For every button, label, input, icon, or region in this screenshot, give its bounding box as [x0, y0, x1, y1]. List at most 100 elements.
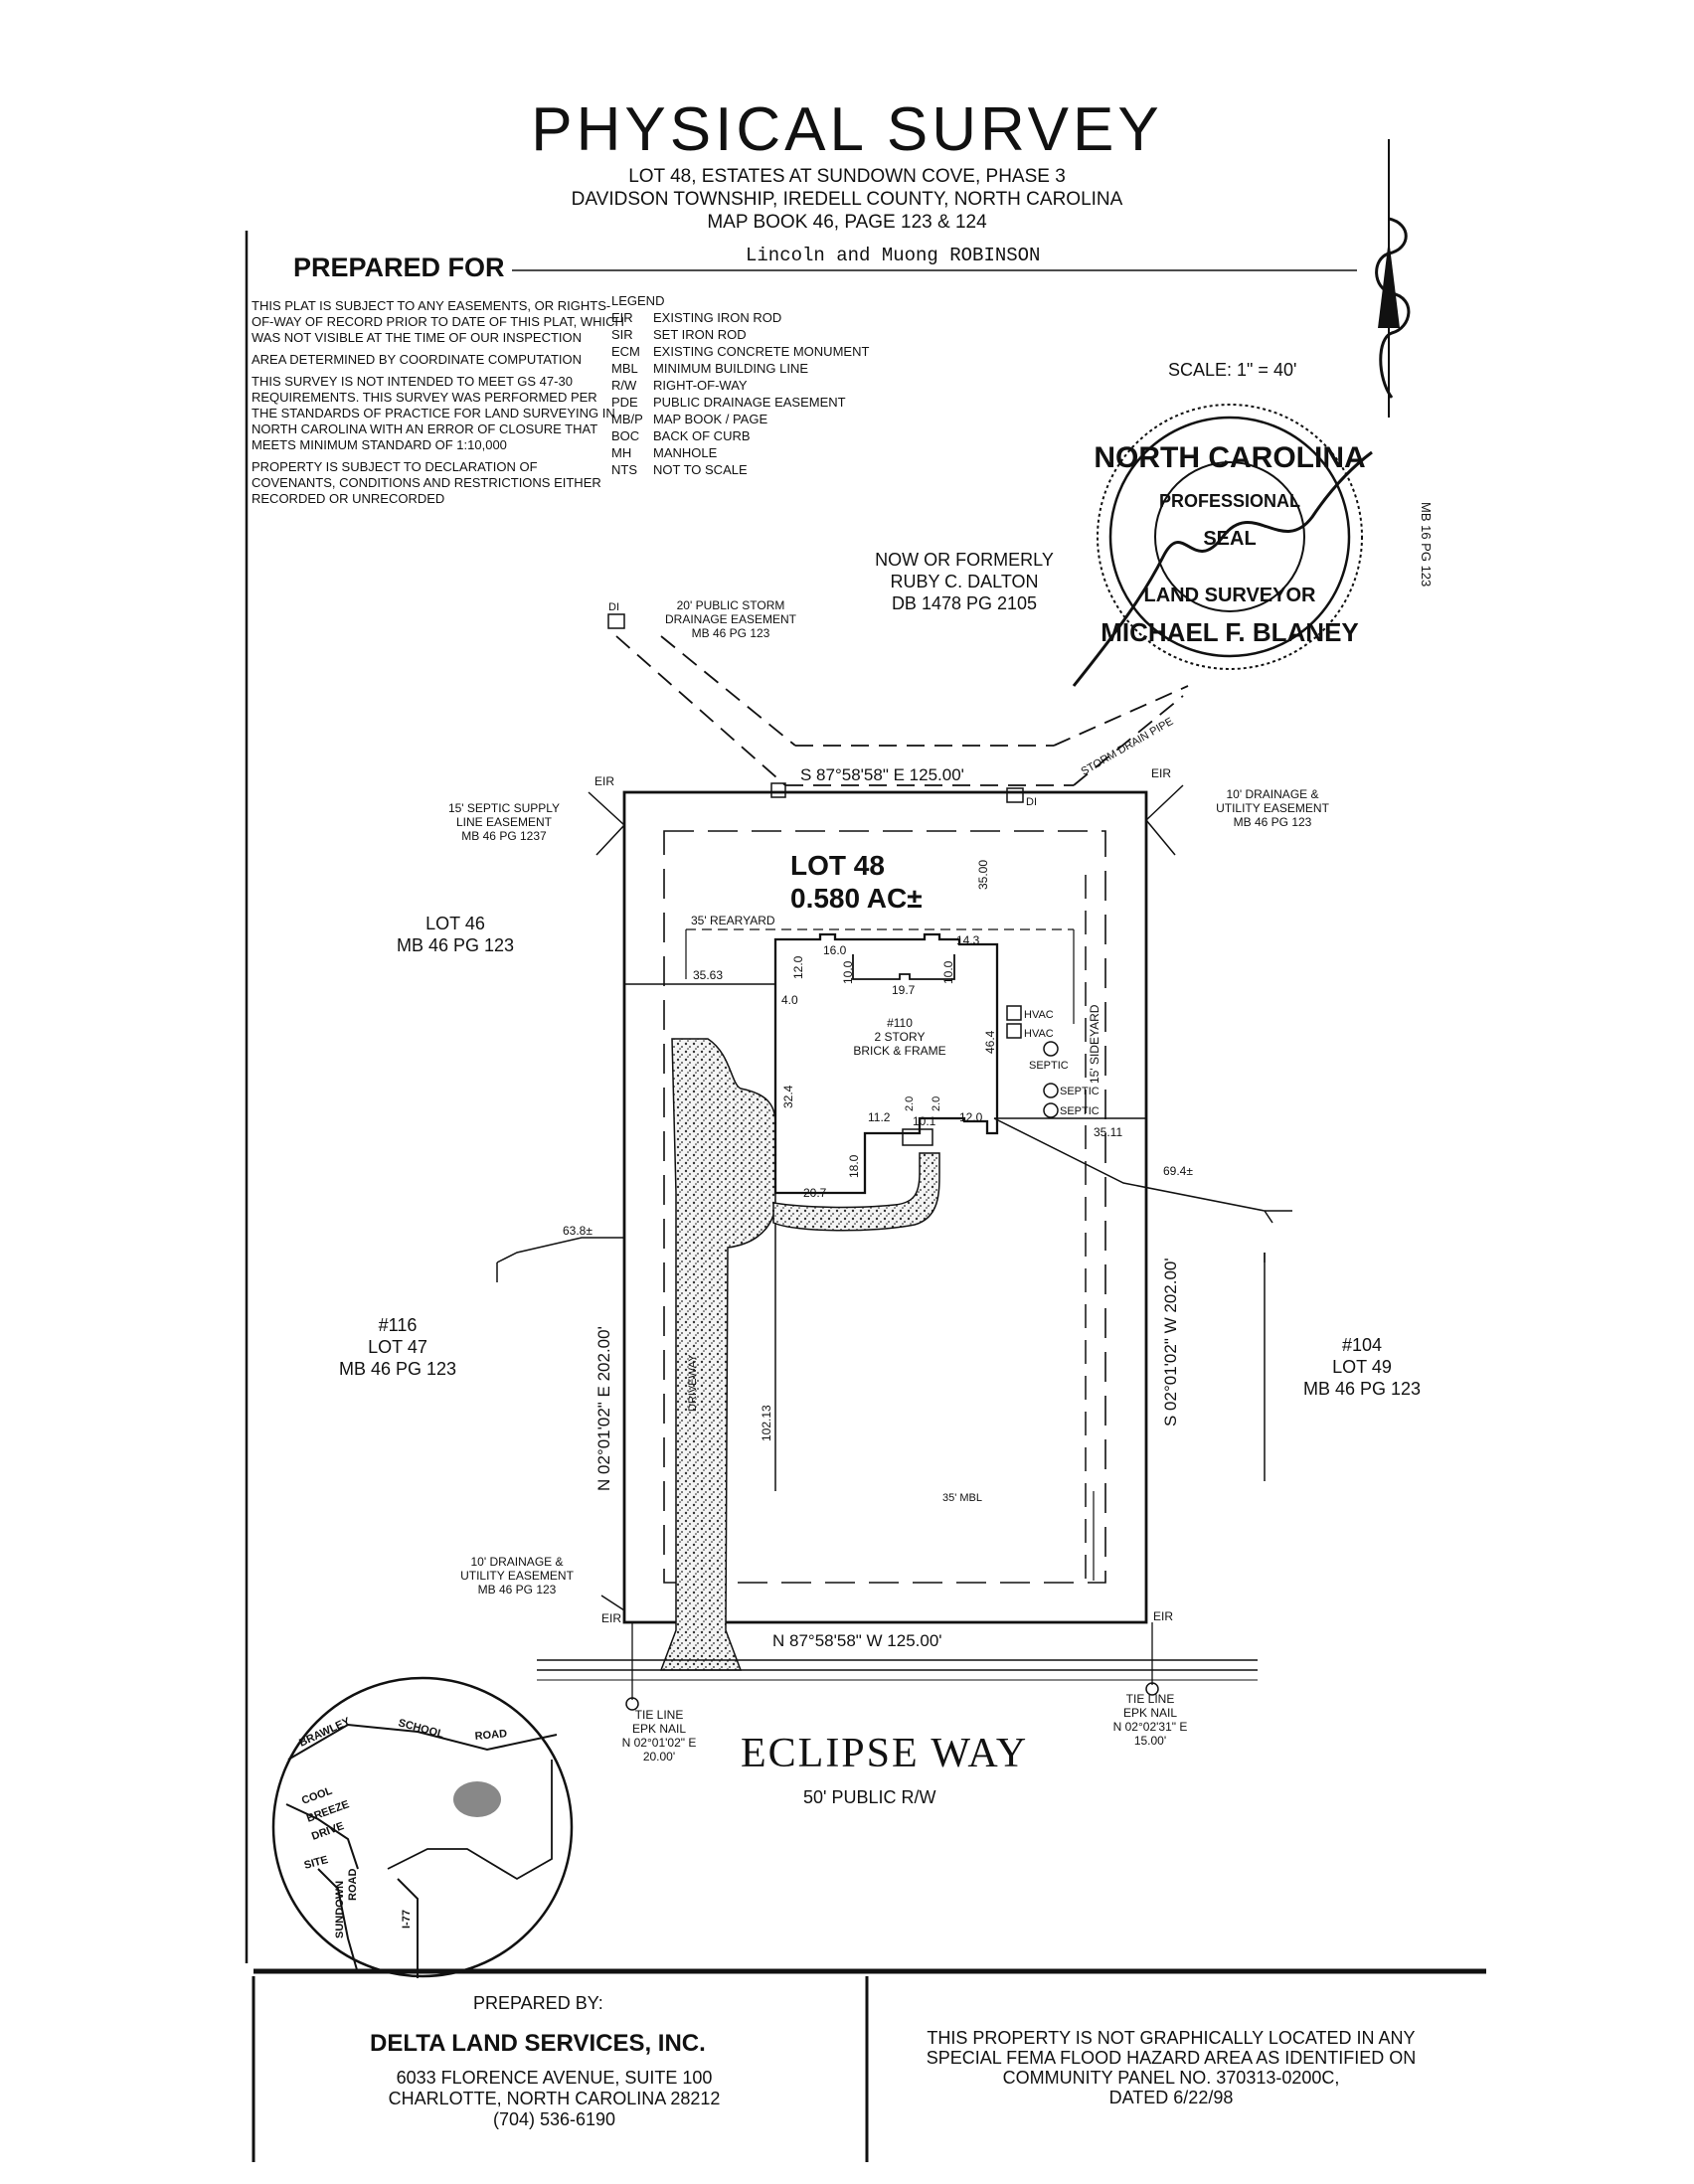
storm-easement-line: 20' PUBLIC STORM [676, 598, 785, 612]
address-city: CHARLOTTE, NORTH CAROLINA 28212 [388, 2089, 721, 2108]
se-iron-rod-label: EIR [1153, 1609, 1173, 1623]
setback-35-11: 35.11 [1094, 1125, 1122, 1139]
legend-key: EIR [611, 310, 633, 325]
vicinity-i77: I-77 [401, 1910, 413, 1929]
legend-value: NOT TO SCALE [653, 462, 748, 477]
dim-12-0-front: 12.0 [959, 1110, 983, 1124]
seal-state: NORTH CAROLINA [1094, 441, 1365, 474]
survey-title: PHYSICAL SURVEY [531, 95, 1163, 164]
note-area: AREA DETERMINED BY COORDINATE COMPUTATIO… [252, 352, 583, 367]
lot-49-distance: 69.4± [1163, 1164, 1193, 1178]
lot-47-line [496, 1237, 624, 1263]
septic-easement-line: 15' SEPTIC SUPPLY [447, 801, 561, 815]
note-covenants: PROPERTY IS SUBJECT TO DECLARATION OF CO… [252, 459, 601, 506]
sundown-road-line [317, 1868, 359, 1974]
tie-nail-text: EPK NAIL [1122, 1706, 1178, 1720]
building-setback-line [663, 830, 1106, 1584]
legend-value: EXISTING IRON ROD [653, 310, 782, 325]
north-neighbor-line: NOW OR FORMERLY [875, 550, 1054, 570]
dim-46-4: 46.4 [983, 1030, 997, 1054]
lot-47-label: #116 LOT 47 MB 46 PG 123 [308, 1314, 487, 1380]
lot-47-ref: MB 46 PG 123 [338, 1359, 457, 1379]
legend-key: SIR [611, 327, 633, 342]
lot-47-name: LOT 47 [368, 1337, 427, 1357]
lot-49-ref: MB 46 PG 123 [1302, 1379, 1422, 1399]
legend-key: R/W [611, 378, 637, 393]
storm-easement-ref: MB 46 PG 123 [691, 626, 770, 640]
vicinity-sundown-road: ROAD [347, 1869, 359, 1901]
legend-key: MH [611, 445, 632, 460]
company-name: DELTA LAND SERVICES, INC. [370, 2030, 706, 2057]
seal-land-surveyor: LAND SURVEYOR [1144, 585, 1317, 606]
dim-19-7: 19.7 [892, 983, 916, 997]
legend-row: SIR SET IRON ROD [611, 326, 869, 343]
ne-drainage-easement-label: 10' DRAINAGE & UTILITY EASEMENT MB 46 PG… [1193, 787, 1352, 829]
dim-11-2: 11.2 [868, 1110, 891, 1124]
left-tie-line-label: TIE LINE EPK NAIL N 02°01'02" E 20.00' [614, 1708, 704, 1764]
dim-20-7: 20.7 [803, 1186, 827, 1200]
dim-14-3: 14.3 [956, 933, 980, 947]
flood-line: SPECIAL FEMA FLOOD HAZARD AREA AS IDENTI… [926, 2048, 1417, 2068]
legend-key: MBL [611, 361, 638, 376]
prepared-by-label: PREPARED BY: [473, 1993, 603, 2013]
house-number: #110 [887, 1016, 913, 1030]
subtitle-line-2: DAVIDSON TOWNSHIP, IREDELL COUNTY, NORTH… [571, 189, 1123, 210]
legend-key: MB/P [611, 412, 643, 426]
rearyard-label: 35' REARYARD [691, 914, 775, 927]
ne-iron-rod-label: EIR [1151, 766, 1171, 780]
tie-distance-text: 15.00' [1133, 1734, 1167, 1748]
dim-4-0: 4.0 [781, 993, 798, 1007]
scale-label: SCALE: 1" = 40' [1168, 360, 1297, 380]
dim-2-0-right: 2.0 [931, 1096, 942, 1111]
flood-line: COMMUNITY PANEL NO. 370313-0200C, [1002, 2068, 1340, 2088]
walkway-gravel [772, 1152, 940, 1232]
vicinity-site: SITE [303, 1854, 330, 1872]
company-address: 6033 FLORENCE AVENUE, SUITE 100 CHARLOTT… [363, 2068, 746, 2130]
hvac-unit-icon [1006, 1005, 1022, 1021]
flood-statement: THIS PROPERTY IS NOT GRAPHICALLY LOCATED… [878, 2028, 1464, 2107]
legend-value: SET IRON ROD [653, 327, 747, 342]
legend-row: R/W RIGHT-OF-WAY [611, 377, 869, 394]
legend-key: ECM [611, 344, 640, 359]
dim-2-0-left: 2.0 [904, 1096, 916, 1111]
north-neighbor-label: NOW OR FORMERLY RUBY C. DALTON DB 1478 P… [850, 549, 1079, 614]
driveway-gravel [659, 1038, 776, 1671]
north-neighbor-owner: RUBY C. DALTON [890, 572, 1039, 591]
flood-line: THIS PROPERTY IS NOT GRAPHICALLY LOCATED… [927, 2028, 1416, 2048]
signature-icon [1072, 450, 1373, 687]
note-standards: THIS SURVEY IS NOT INTENDED TO MEET GS 4… [252, 374, 615, 452]
legend-value: RIGHT-OF-WAY [653, 378, 748, 393]
lot-46-ref: MB 46 PG 123 [396, 935, 515, 955]
ne-drainage-ref: MB 46 PG 123 [1233, 815, 1312, 829]
right-tie-line-label: TIE LINE EPK NAIL N 02°02'31" E 15.00' [1096, 1692, 1205, 1748]
lot-49-name: LOT 49 [1332, 1357, 1392, 1377]
drop-inlet-label: DI [1026, 796, 1037, 808]
legend-key: PDE [611, 395, 638, 410]
seal-profession: PROFESSIONAL [1159, 491, 1300, 511]
vicinity-school: SCHOOL [397, 1717, 445, 1741]
septic-easement-line: LINE EASEMENT [455, 815, 553, 829]
tie-bearing-text: N 02°02'31" E [1112, 1720, 1188, 1734]
vicinity-map-border [271, 1676, 574, 1978]
lot-47-distance: 63.8± [563, 1224, 593, 1238]
north-bearing: S 87°58'58" E 125.00' [800, 765, 964, 784]
surveyor-seal-icon: NORTH CAROLINA PROFESSIONAL SEAL LAND SU… [1072, 404, 1373, 687]
setback-35-63: 35.63 [693, 968, 723, 982]
storm-easement-line: DRAINAGE EASEMENT [664, 612, 797, 626]
house-construction: BRICK & FRAME [853, 1044, 946, 1058]
east-bearing: S 02°01'02" W 202.00' [1161, 1258, 1180, 1427]
sw-iron-rod-label: EIR [601, 1611, 621, 1625]
mbl-label: 35' MBL [942, 1492, 982, 1504]
septic-label: SEPTIC [1029, 1060, 1069, 1072]
dim-10-0-right: 10.0 [941, 960, 955, 984]
dim-102-13: 102.13 [760, 1405, 773, 1441]
sideyard-label: 15' SIDEYARD [1088, 1004, 1101, 1084]
north-neighbor-deed: DB 1478 PG 2105 [891, 593, 1038, 613]
dim-32-4: 32.4 [781, 1085, 795, 1108]
lot-47-number: #116 [378, 1315, 418, 1335]
ne-drainage-line: 10' DRAINAGE & [1226, 787, 1319, 801]
vicinity-sundown: SUNDOWN [334, 1881, 346, 1938]
